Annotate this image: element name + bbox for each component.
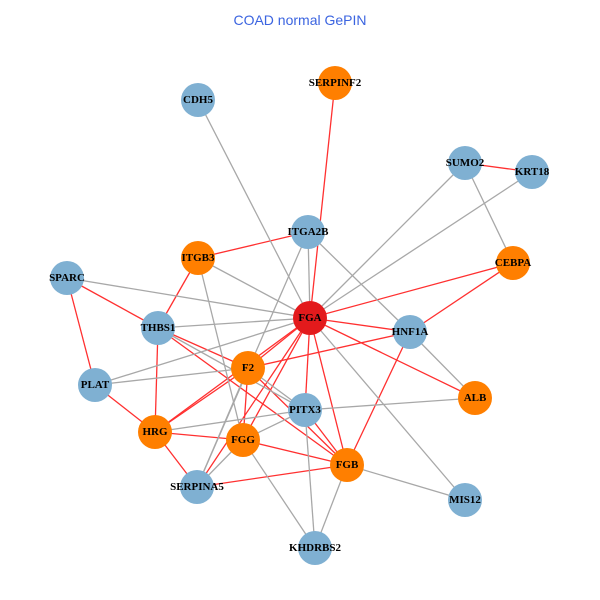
node-circle[interactable] bbox=[288, 393, 322, 427]
node-circle[interactable] bbox=[50, 261, 84, 295]
node-label: SUMO2 bbox=[446, 157, 485, 169]
node-circle[interactable] bbox=[515, 155, 549, 189]
edge-HRG-PITX3 bbox=[154, 409, 306, 433]
node-circle[interactable] bbox=[181, 83, 215, 117]
node-ITGB3[interactable]: ITGB3 bbox=[181, 241, 215, 275]
node-label: SERPINF2 bbox=[309, 77, 362, 89]
node-circle[interactable] bbox=[226, 423, 260, 457]
node-label: THBS1 bbox=[141, 322, 176, 334]
edge-PITX3-KHDRBS2 bbox=[304, 409, 316, 549]
edge-THBS1-FGB bbox=[157, 327, 348, 466]
edge-FGA-FGB bbox=[309, 317, 348, 466]
edge-THBS1-FGA bbox=[157, 317, 311, 329]
node-label: ITGB3 bbox=[181, 252, 215, 264]
node-label: KHDRBS2 bbox=[289, 542, 341, 554]
node-circle[interactable] bbox=[298, 531, 332, 565]
node-circle[interactable] bbox=[330, 448, 364, 482]
edge-FGA-SERPINF2 bbox=[309, 82, 336, 319]
node-label: FGB bbox=[336, 459, 359, 471]
node-FGB[interactable]: FGB bbox=[330, 448, 364, 482]
node-SPARC[interactable]: SPARC bbox=[49, 261, 85, 295]
node-circle[interactable] bbox=[138, 415, 172, 449]
edge-SPARC-PLAT bbox=[66, 277, 96, 386]
node-label: SPARC bbox=[49, 272, 85, 284]
node-circle[interactable] bbox=[180, 470, 214, 504]
edge-FGA-ALB bbox=[309, 317, 476, 399]
edge-PLAT-F2 bbox=[94, 367, 249, 386]
node-PLAT[interactable]: PLAT bbox=[78, 368, 112, 402]
node-FGG[interactable]: FGG bbox=[226, 423, 260, 457]
edge-FGG-KHDRBS2 bbox=[242, 439, 316, 549]
node-HRG[interactable]: HRG bbox=[138, 415, 172, 449]
node-label: CEBPA bbox=[495, 257, 532, 269]
node-circle[interactable] bbox=[458, 381, 492, 415]
node-label: ALB bbox=[464, 392, 487, 404]
edge-FGA-MIS12 bbox=[309, 317, 466, 501]
node-circle[interactable] bbox=[496, 246, 530, 280]
edge-FGA-SUMO2 bbox=[309, 162, 466, 319]
edge-FGG-FGB bbox=[242, 439, 348, 466]
node-label: FGA bbox=[298, 312, 321, 324]
edge-ITGB3-ITGA2B bbox=[197, 231, 309, 259]
node-circle[interactable] bbox=[448, 483, 482, 517]
node-label: PITX3 bbox=[289, 404, 321, 416]
edge-PITX3-ALB bbox=[304, 397, 476, 411]
edge-SERPINA5-FGB bbox=[196, 464, 348, 488]
node-KHDRBS2[interactable]: KHDRBS2 bbox=[289, 531, 341, 565]
node-label: KRT18 bbox=[515, 166, 550, 178]
node-FGA[interactable]: FGA bbox=[293, 301, 327, 335]
node-circle[interactable] bbox=[393, 315, 427, 349]
node-THBS1[interactable]: THBS1 bbox=[141, 311, 176, 345]
node-SUMO2[interactable]: SUMO2 bbox=[446, 146, 485, 180]
edge-F2-HNF1A bbox=[247, 331, 411, 369]
node-CDH5[interactable]: CDH5 bbox=[181, 83, 215, 117]
node-circle[interactable] bbox=[291, 215, 325, 249]
node-CEBPA[interactable]: CEBPA bbox=[495, 246, 532, 280]
edge-CDH5-FGA bbox=[197, 99, 311, 319]
edge-FGA-SERPINA5 bbox=[196, 317, 311, 488]
edge-SPARC-FGA bbox=[66, 277, 311, 319]
node-label: F2 bbox=[242, 362, 255, 374]
edge-THBS1-HRG bbox=[154, 327, 159, 433]
node-label: FGG bbox=[231, 434, 255, 446]
node-ITGA2B[interactable]: ITGA2B bbox=[288, 215, 330, 249]
node-label: MIS12 bbox=[449, 494, 481, 506]
edge-PLAT-FGA bbox=[94, 317, 311, 386]
edge-ITGA2B-HNF1A bbox=[307, 231, 411, 333]
node-KRT18[interactable]: KRT18 bbox=[515, 155, 550, 189]
node-label: CDH5 bbox=[183, 94, 213, 106]
edge-FGA-HRG bbox=[154, 317, 311, 433]
edge-SPARC-THBS1 bbox=[66, 277, 159, 329]
node-SERPINF2[interactable]: SERPINF2 bbox=[309, 66, 362, 100]
node-label: ITGA2B bbox=[288, 226, 330, 238]
node-F2[interactable]: F2 bbox=[231, 351, 265, 385]
edge-FGA-KRT18 bbox=[309, 171, 533, 319]
edge-FGA-FGG bbox=[242, 317, 311, 441]
node-label: HRG bbox=[142, 426, 168, 438]
node-label: SERPINA5 bbox=[170, 481, 224, 493]
edge-SUMO2-CEBPA bbox=[464, 162, 514, 264]
edge-FGA-CEBPA bbox=[309, 262, 514, 319]
node-PITX3[interactable]: PITX3 bbox=[288, 393, 322, 427]
node-circle[interactable] bbox=[448, 146, 482, 180]
edge-ITGB3-FGA bbox=[197, 257, 311, 319]
figure-title: COAD normal GePIN bbox=[233, 12, 367, 28]
edge-HNF1A-CEBPA bbox=[409, 262, 514, 333]
node-SERPINA5[interactable]: SERPINA5 bbox=[170, 470, 224, 504]
edge-FGB-MIS12 bbox=[346, 464, 466, 501]
edge-ITGB3-FGG bbox=[197, 257, 244, 441]
node-circle[interactable] bbox=[293, 301, 327, 335]
node-MIS12[interactable]: MIS12 bbox=[448, 483, 482, 517]
node-label: HNF1A bbox=[392, 326, 429, 338]
node-circle[interactable] bbox=[318, 66, 352, 100]
node-HNF1A[interactable]: HNF1A bbox=[392, 315, 429, 349]
node-circle[interactable] bbox=[78, 368, 112, 402]
node-circle[interactable] bbox=[141, 311, 175, 345]
node-ALB[interactable]: ALB bbox=[458, 381, 492, 415]
node-circle[interactable] bbox=[181, 241, 215, 275]
node-circle[interactable] bbox=[231, 351, 265, 385]
node-label: PLAT bbox=[81, 379, 110, 391]
